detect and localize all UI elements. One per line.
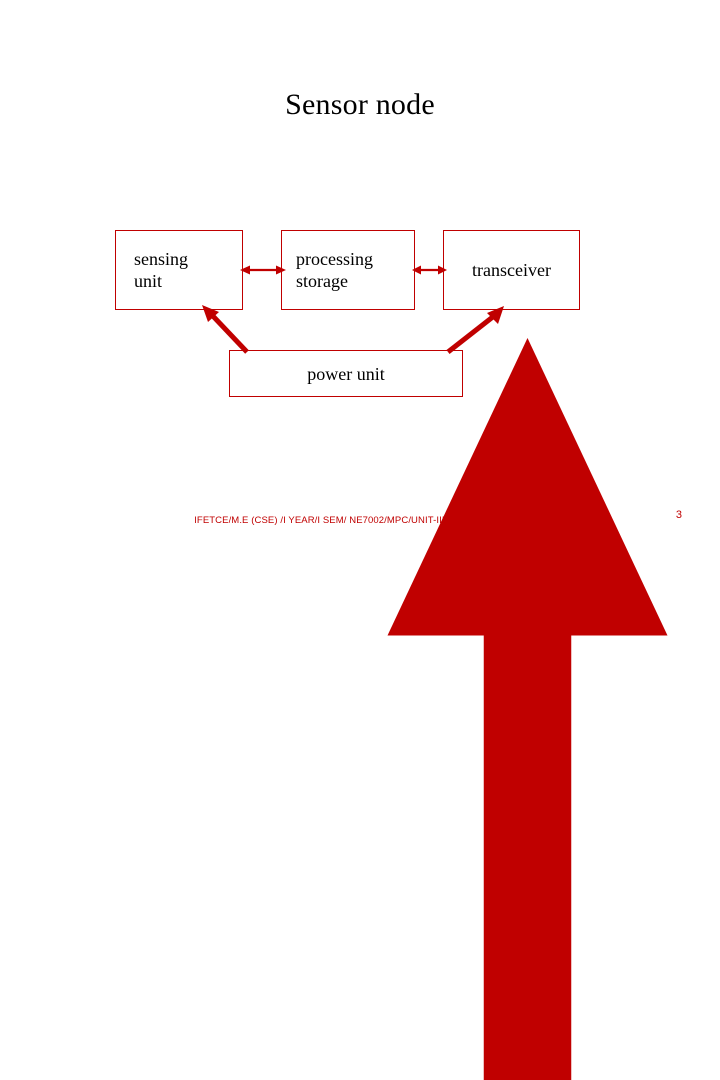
diagram-box-processing-storage[interactable]: processing storage bbox=[281, 230, 415, 310]
page-number: 3 bbox=[675, 509, 682, 521]
diagram-box-sensing-unit-label: sensing unit bbox=[134, 248, 188, 292]
connector-processing-transceiver bbox=[412, 265, 447, 275]
diagram-box-power-unit[interactable]: power unit bbox=[229, 350, 463, 397]
diagram-box-processing-storage-label: processing storage bbox=[296, 248, 373, 292]
page-title: Sensor node bbox=[285, 88, 435, 121]
diagram-box-transceiver[interactable]: transceiver bbox=[443, 230, 580, 310]
connector-power-to-processing bbox=[387, 338, 668, 1080]
footer-text: IFETCE/M.E (CSE) /I YEAR/I SEM/ NE7002/M… bbox=[194, 515, 526, 526]
diagram-box-transceiver-label: transceiver bbox=[472, 260, 551, 280]
sensing-label-line1: sensing bbox=[134, 249, 188, 269]
processing-label-line1: processing bbox=[296, 249, 373, 269]
sensing-label-line2: unit bbox=[134, 271, 163, 291]
diagram-box-sensing-unit[interactable]: sensing unit bbox=[115, 230, 243, 310]
slide-canvas: Sensor node sensing unit processing stor… bbox=[115, 88, 682, 1080]
connector-sensing-processing bbox=[240, 265, 286, 275]
processing-label-line2: storage bbox=[296, 271, 348, 291]
diagram-box-power-unit-label: power unit bbox=[307, 363, 385, 384]
